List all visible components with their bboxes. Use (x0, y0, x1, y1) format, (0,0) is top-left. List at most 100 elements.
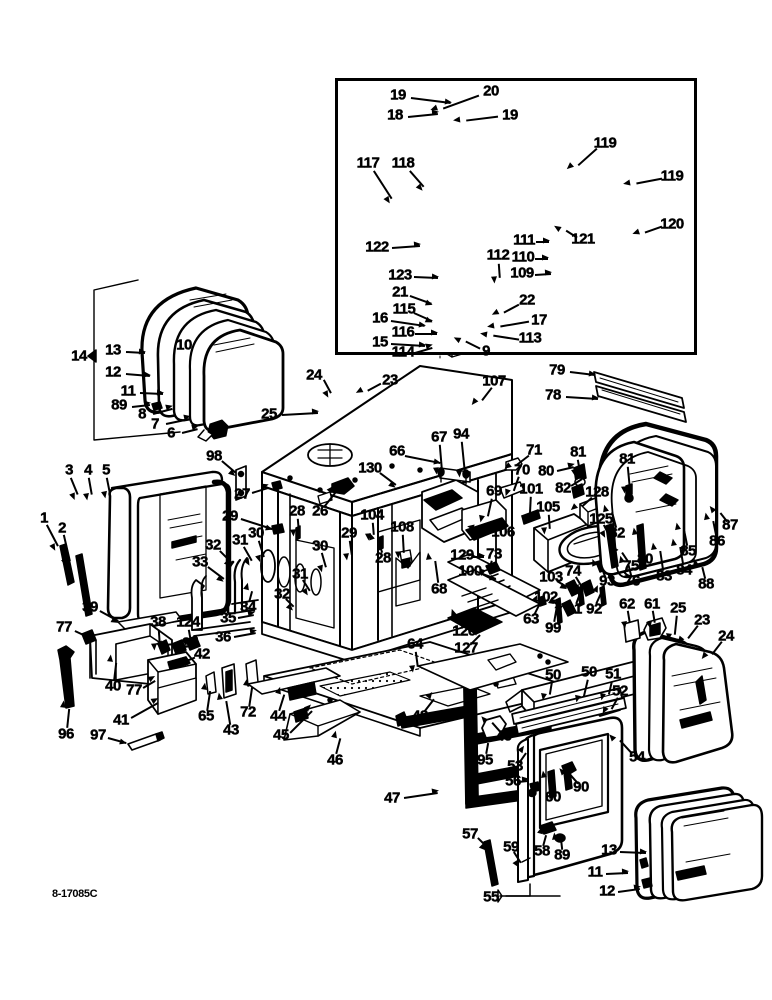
leader-line-25 (674, 615, 678, 635)
leader-line-28 (297, 518, 300, 531)
callout-number-118: 118 (391, 154, 415, 172)
callout-number-24: 24 (718, 627, 735, 645)
callout-number-14: 14 (71, 347, 88, 365)
leader-arrow-72 (243, 678, 251, 686)
callout-number-77: 77 (126, 681, 143, 699)
leader-arrow-78 (591, 394, 600, 401)
leader-arrow-99 (548, 596, 556, 605)
callout-number-73: 73 (486, 545, 503, 563)
leader-arrow-113 (479, 330, 488, 338)
leader-arrow-50 (539, 693, 547, 701)
callout-number-12: 12 (105, 363, 122, 381)
leader-arrow-119 (622, 179, 631, 187)
leader-arrow-109 (544, 269, 553, 276)
callout-number-65: 65 (198, 707, 215, 725)
callout-number-11: 11 (587, 863, 603, 881)
leader-arrow-88 (691, 557, 699, 567)
callout-number-60: 60 (545, 788, 562, 806)
callout-number-89: 89 (554, 846, 571, 864)
callout-number-28: 28 (375, 549, 392, 567)
callout-number-40: 40 (105, 677, 122, 695)
callout-number-43: 43 (223, 721, 240, 739)
callout-number-116: 116 (391, 323, 415, 341)
callout-number-46: 46 (327, 751, 344, 769)
leader-arrow-25 (311, 408, 320, 415)
leader-line-22 (503, 304, 520, 314)
leader-arrow-18 (431, 108, 440, 116)
leader-arrow-39 (110, 616, 120, 626)
leader-arrow-123 (431, 273, 440, 280)
bottom-right-window-stack (634, 786, 764, 902)
leader-arrow-49 (479, 714, 489, 724)
callout-number-50: 50 (581, 663, 598, 681)
leader-line-50 (583, 679, 589, 697)
callout-number-93: 93 (599, 572, 616, 590)
callout-number-25: 25 (670, 599, 687, 617)
callout-number-25: 25 (261, 405, 278, 423)
leader-arrow-71 (502, 462, 512, 472)
leader-arrow-106 (466, 523, 475, 531)
leader-arrow-16 (418, 321, 427, 329)
leader-arrow-2 (61, 558, 69, 567)
callout-number-32: 32 (274, 585, 291, 603)
callout-number-99: 99 (545, 619, 562, 637)
leader-line-81 (577, 459, 581, 471)
callout-number-91: 91 (566, 600, 583, 618)
leader-arrow-79 (588, 370, 597, 378)
leader-arrow-68 (425, 552, 432, 560)
leader-line-69 (487, 498, 493, 517)
callout-number-79: 79 (549, 361, 566, 379)
callout-number-90: 90 (573, 778, 590, 796)
callout-number-88: 88 (698, 575, 715, 593)
leader-line-41 (130, 702, 159, 719)
callout-number-82: 82 (609, 524, 626, 542)
callout-number-112: 112 (486, 246, 510, 264)
leader-arrow-56 (521, 775, 530, 783)
callout-number-107: 107 (482, 372, 506, 390)
small-hardware-62-61 (623, 617, 667, 643)
callout-number-126: 126 (452, 622, 476, 640)
callout-number-47: 47 (384, 789, 401, 807)
callout-number-68: 68 (431, 580, 448, 598)
callout-number-27: 27 (234, 485, 251, 503)
callout-number-122: 122 (365, 238, 389, 256)
leader-line-113 (492, 335, 520, 341)
callout-number-55: 55 (483, 888, 500, 906)
leader-line-81 (627, 466, 631, 488)
callout-number-1: 1 (40, 509, 49, 527)
leader-line-112 (498, 263, 501, 278)
callout-number-95: 95 (477, 751, 494, 769)
leader-arrow-84 (669, 538, 677, 546)
callout-number-9: 9 (482, 342, 491, 360)
leader-arrow-119 (564, 162, 575, 172)
callout-number-81: 81 (570, 443, 587, 461)
right-side-window (632, 630, 734, 764)
leader-line-110 (535, 258, 548, 260)
leader-arrow-89 (551, 832, 558, 840)
leader-line-29 (349, 540, 353, 555)
callout-number-23: 23 (382, 371, 399, 389)
callout-number-125: 125 (589, 510, 613, 528)
callout-number-13: 13 (105, 341, 122, 359)
leader-arrow-21 (424, 299, 434, 308)
callout-number-114: 114 (391, 343, 415, 361)
callout-number-34: 34 (240, 598, 257, 616)
leader-arrow-61 (646, 621, 654, 629)
callout-number-87: 87 (722, 516, 739, 534)
callout-number-106: 106 (491, 523, 515, 541)
leader-arrow-43 (215, 692, 223, 700)
callout-number-11: 11 (120, 382, 136, 400)
callout-number-62: 62 (619, 595, 636, 613)
leader-arrow-29 (343, 553, 350, 561)
left-window-assembly (87, 279, 285, 442)
callout-number-26: 26 (312, 502, 329, 520)
callout-number-78: 78 (545, 386, 562, 404)
leader-arrow-12 (143, 371, 152, 379)
leader-arrow-36 (249, 627, 258, 635)
leader-arrow-81 (621, 486, 628, 494)
callout-number-110: 110 (511, 248, 535, 266)
leader-arrow-19 (452, 116, 461, 124)
leader-line-45 (289, 710, 313, 734)
leader-arrow-28 (290, 529, 297, 537)
